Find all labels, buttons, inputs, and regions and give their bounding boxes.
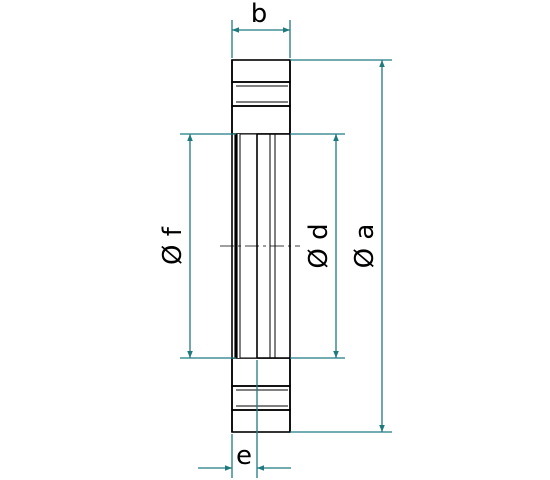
dimension-a [290,59,392,433]
dimension-d [290,133,345,359]
dimension-e [198,360,291,478]
dimension-f [180,133,236,359]
label-d: Ø d [304,223,334,268]
label-b: b [251,0,268,29]
bottom-hatched-section [231,357,291,387]
top-hatched-section [231,105,291,135]
top-hatched-block [231,59,291,83]
dimension-b [231,20,291,58]
label-a: Ø a [350,224,380,269]
dimension-lines [180,20,392,478]
bottom-hatched-block [231,409,291,433]
label-e: e [236,441,252,471]
label-f: Ø f [158,226,188,265]
